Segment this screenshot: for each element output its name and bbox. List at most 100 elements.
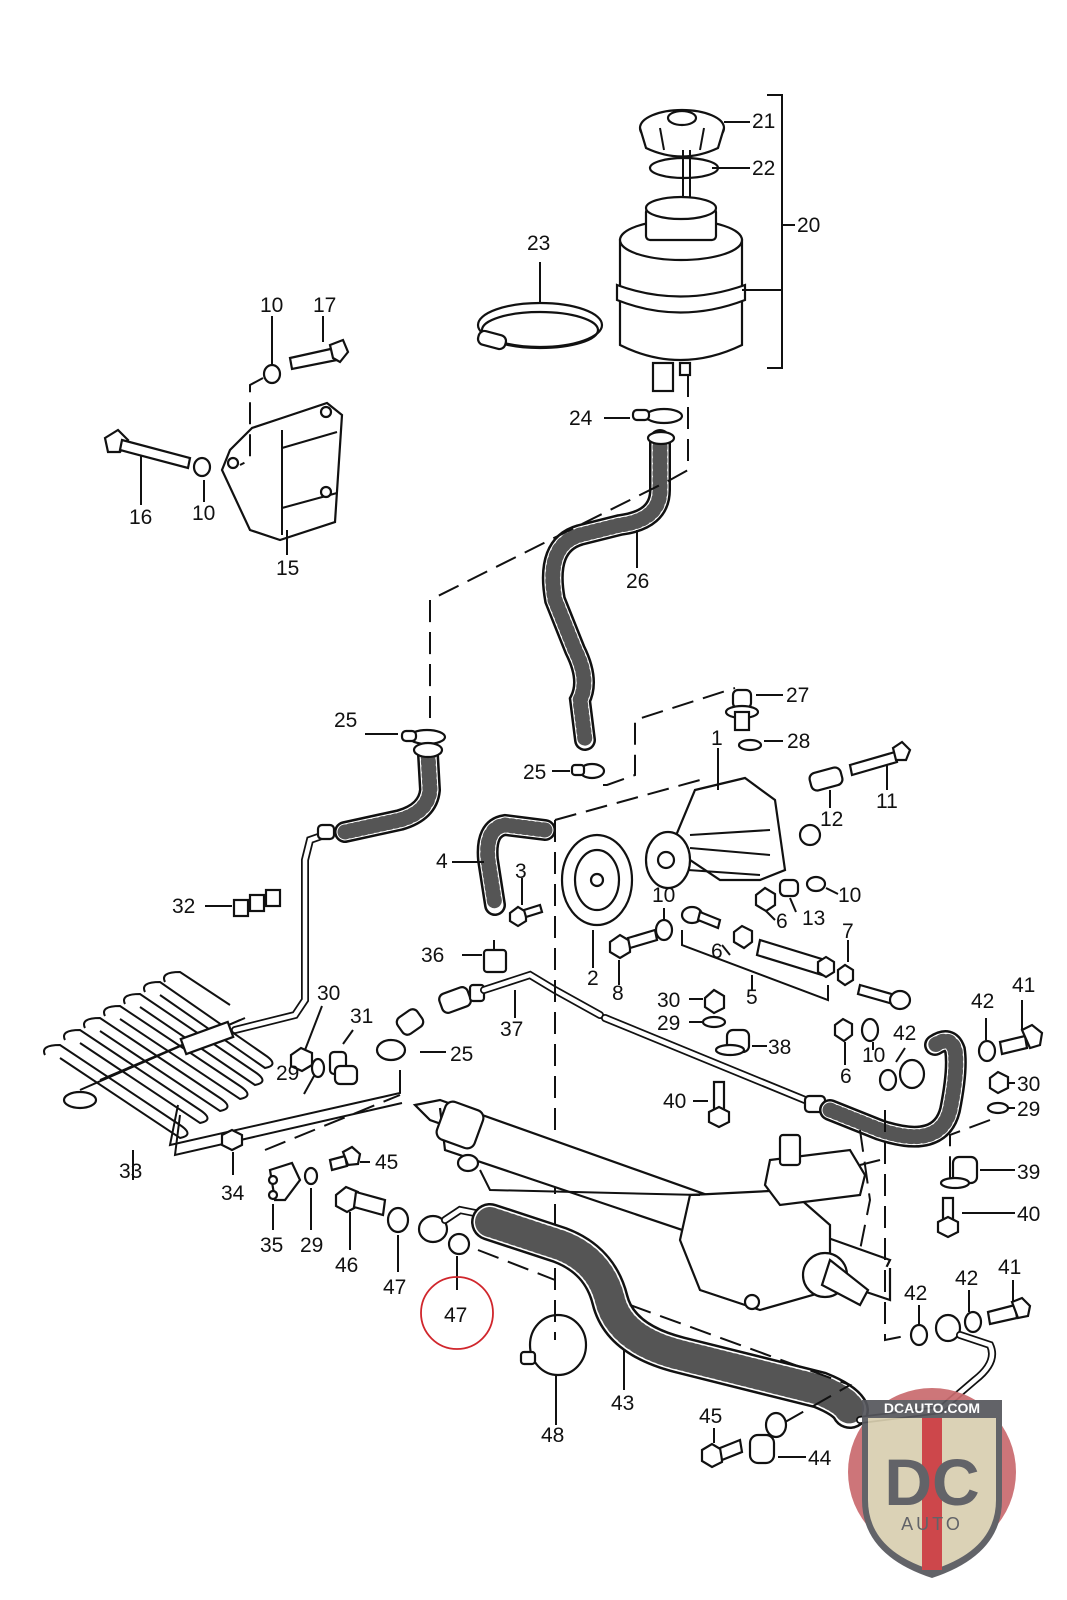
banjo-bolt [334, 1185, 387, 1217]
callout-labels: 1 2 3 4 5 6 6 6 7 8 10 10 10 10 10 11 12… [119, 110, 1040, 1470]
sealing-washer [386, 1206, 410, 1234]
bracket-small [267, 1161, 302, 1202]
callout-25: 25 [523, 761, 546, 784]
washer [192, 456, 212, 478]
pipe-clamp [714, 1028, 751, 1057]
callout-10: 10 [862, 1044, 885, 1067]
callout-7: 7 [842, 920, 854, 943]
return-hose [541, 429, 676, 751]
callout-30: 30 [317, 982, 340, 1005]
pulley [560, 833, 634, 927]
callout-48: 48 [541, 1424, 564, 1447]
bolt [707, 1080, 731, 1129]
callout-42: 42 [971, 990, 994, 1013]
callout-25: 25 [450, 1043, 473, 1066]
callout-6: 6 [840, 1065, 852, 1088]
callout-1: 1 [711, 727, 723, 750]
callout-10: 10 [652, 884, 675, 907]
bolt [508, 903, 544, 928]
callout-11: 11 [876, 790, 898, 813]
callout-42: 42 [955, 1267, 978, 1290]
hex-nut [732, 924, 754, 950]
pressure-hose-main [441, 1203, 869, 1429]
hose-clamp-large [528, 1313, 588, 1377]
bolt [328, 1145, 362, 1172]
callout-15: 15 [276, 557, 299, 580]
callout-30: 30 [657, 989, 680, 1012]
watermark-logo-letters: DC [884, 1445, 979, 1519]
callout-10: 10 [838, 884, 861, 907]
washer [701, 1015, 727, 1029]
washer [654, 918, 674, 942]
hose-clamp [375, 1038, 407, 1062]
callout-44: 44 [808, 1447, 832, 1470]
hex-nut [833, 1017, 854, 1043]
washer [262, 363, 282, 385]
callout-42: 42 [893, 1022, 916, 1045]
seal-washer [737, 738, 763, 752]
hex-nut [836, 963, 855, 987]
callout-17: 17 [313, 294, 336, 317]
steering-rack [412, 1098, 892, 1312]
spacer [778, 878, 800, 898]
pipe-clip [482, 940, 508, 974]
washer [303, 1166, 319, 1186]
callout-5: 5 [746, 986, 758, 1009]
callout-29: 29 [276, 1062, 299, 1085]
callout-39: 39 [1017, 1161, 1040, 1184]
callout-29: 29 [657, 1012, 680, 1035]
callout-8: 8 [612, 982, 624, 1005]
banjo-fitting [417, 1214, 449, 1244]
callout-34: 34 [221, 1182, 245, 1205]
reservoir-feed-hose [476, 813, 556, 916]
callout-35: 35 [260, 1234, 283, 1257]
hex-nut [988, 1070, 1010, 1095]
mounting-bracket [220, 401, 344, 542]
bolt [936, 1196, 960, 1239]
callout-40: 40 [663, 1090, 686, 1113]
callout-4: 4 [436, 850, 448, 873]
washer [805, 875, 827, 893]
callout-47-highlighted: 47 [444, 1304, 467, 1327]
callout-6: 6 [776, 910, 788, 933]
callout-45: 45 [699, 1405, 722, 1428]
bolt [700, 1438, 744, 1469]
callout-6: 6 [711, 940, 723, 963]
fitting [724, 688, 760, 732]
banjo-fitting [898, 1058, 926, 1090]
hex-nut [754, 886, 777, 913]
washer [878, 1068, 898, 1092]
clamp-upper-left [400, 728, 447, 746]
callout-24: 24 [569, 407, 593, 430]
callout-38: 38 [768, 1036, 791, 1059]
watermark-url: DCAUTO.COM [884, 1400, 980, 1416]
bolt [856, 983, 912, 1011]
callout-28: 28 [787, 730, 810, 753]
callout-13: 13 [802, 907, 825, 930]
callout-29: 29 [300, 1234, 323, 1257]
callout-21: 21 [752, 110, 775, 133]
callout-23: 23 [527, 232, 550, 255]
reservoir-cap [638, 108, 726, 158]
sealing-washer-highlighted [447, 1232, 471, 1256]
hose-clamp-small [631, 407, 684, 425]
power-steering-pump [644, 776, 822, 890]
callout-36: 36 [421, 944, 444, 967]
watermark-subtitle: AUTO [901, 1514, 963, 1534]
eye-bolt [680, 905, 722, 930]
callout-31: 31 [350, 1005, 373, 1028]
bolt [848, 740, 912, 777]
reservoir-assembly [615, 108, 747, 393]
callout-16: 16 [129, 506, 152, 529]
callout-40: 40 [1017, 1203, 1040, 1226]
reservoir-body [615, 195, 747, 393]
washer [986, 1101, 1010, 1115]
banjo-fitting [934, 1313, 962, 1343]
watermark-stripe [922, 1418, 942, 1570]
callout-45: 45 [375, 1151, 398, 1174]
callout-12: 12 [820, 808, 843, 831]
bolt [986, 1296, 1032, 1326]
suction-hose [334, 741, 444, 843]
